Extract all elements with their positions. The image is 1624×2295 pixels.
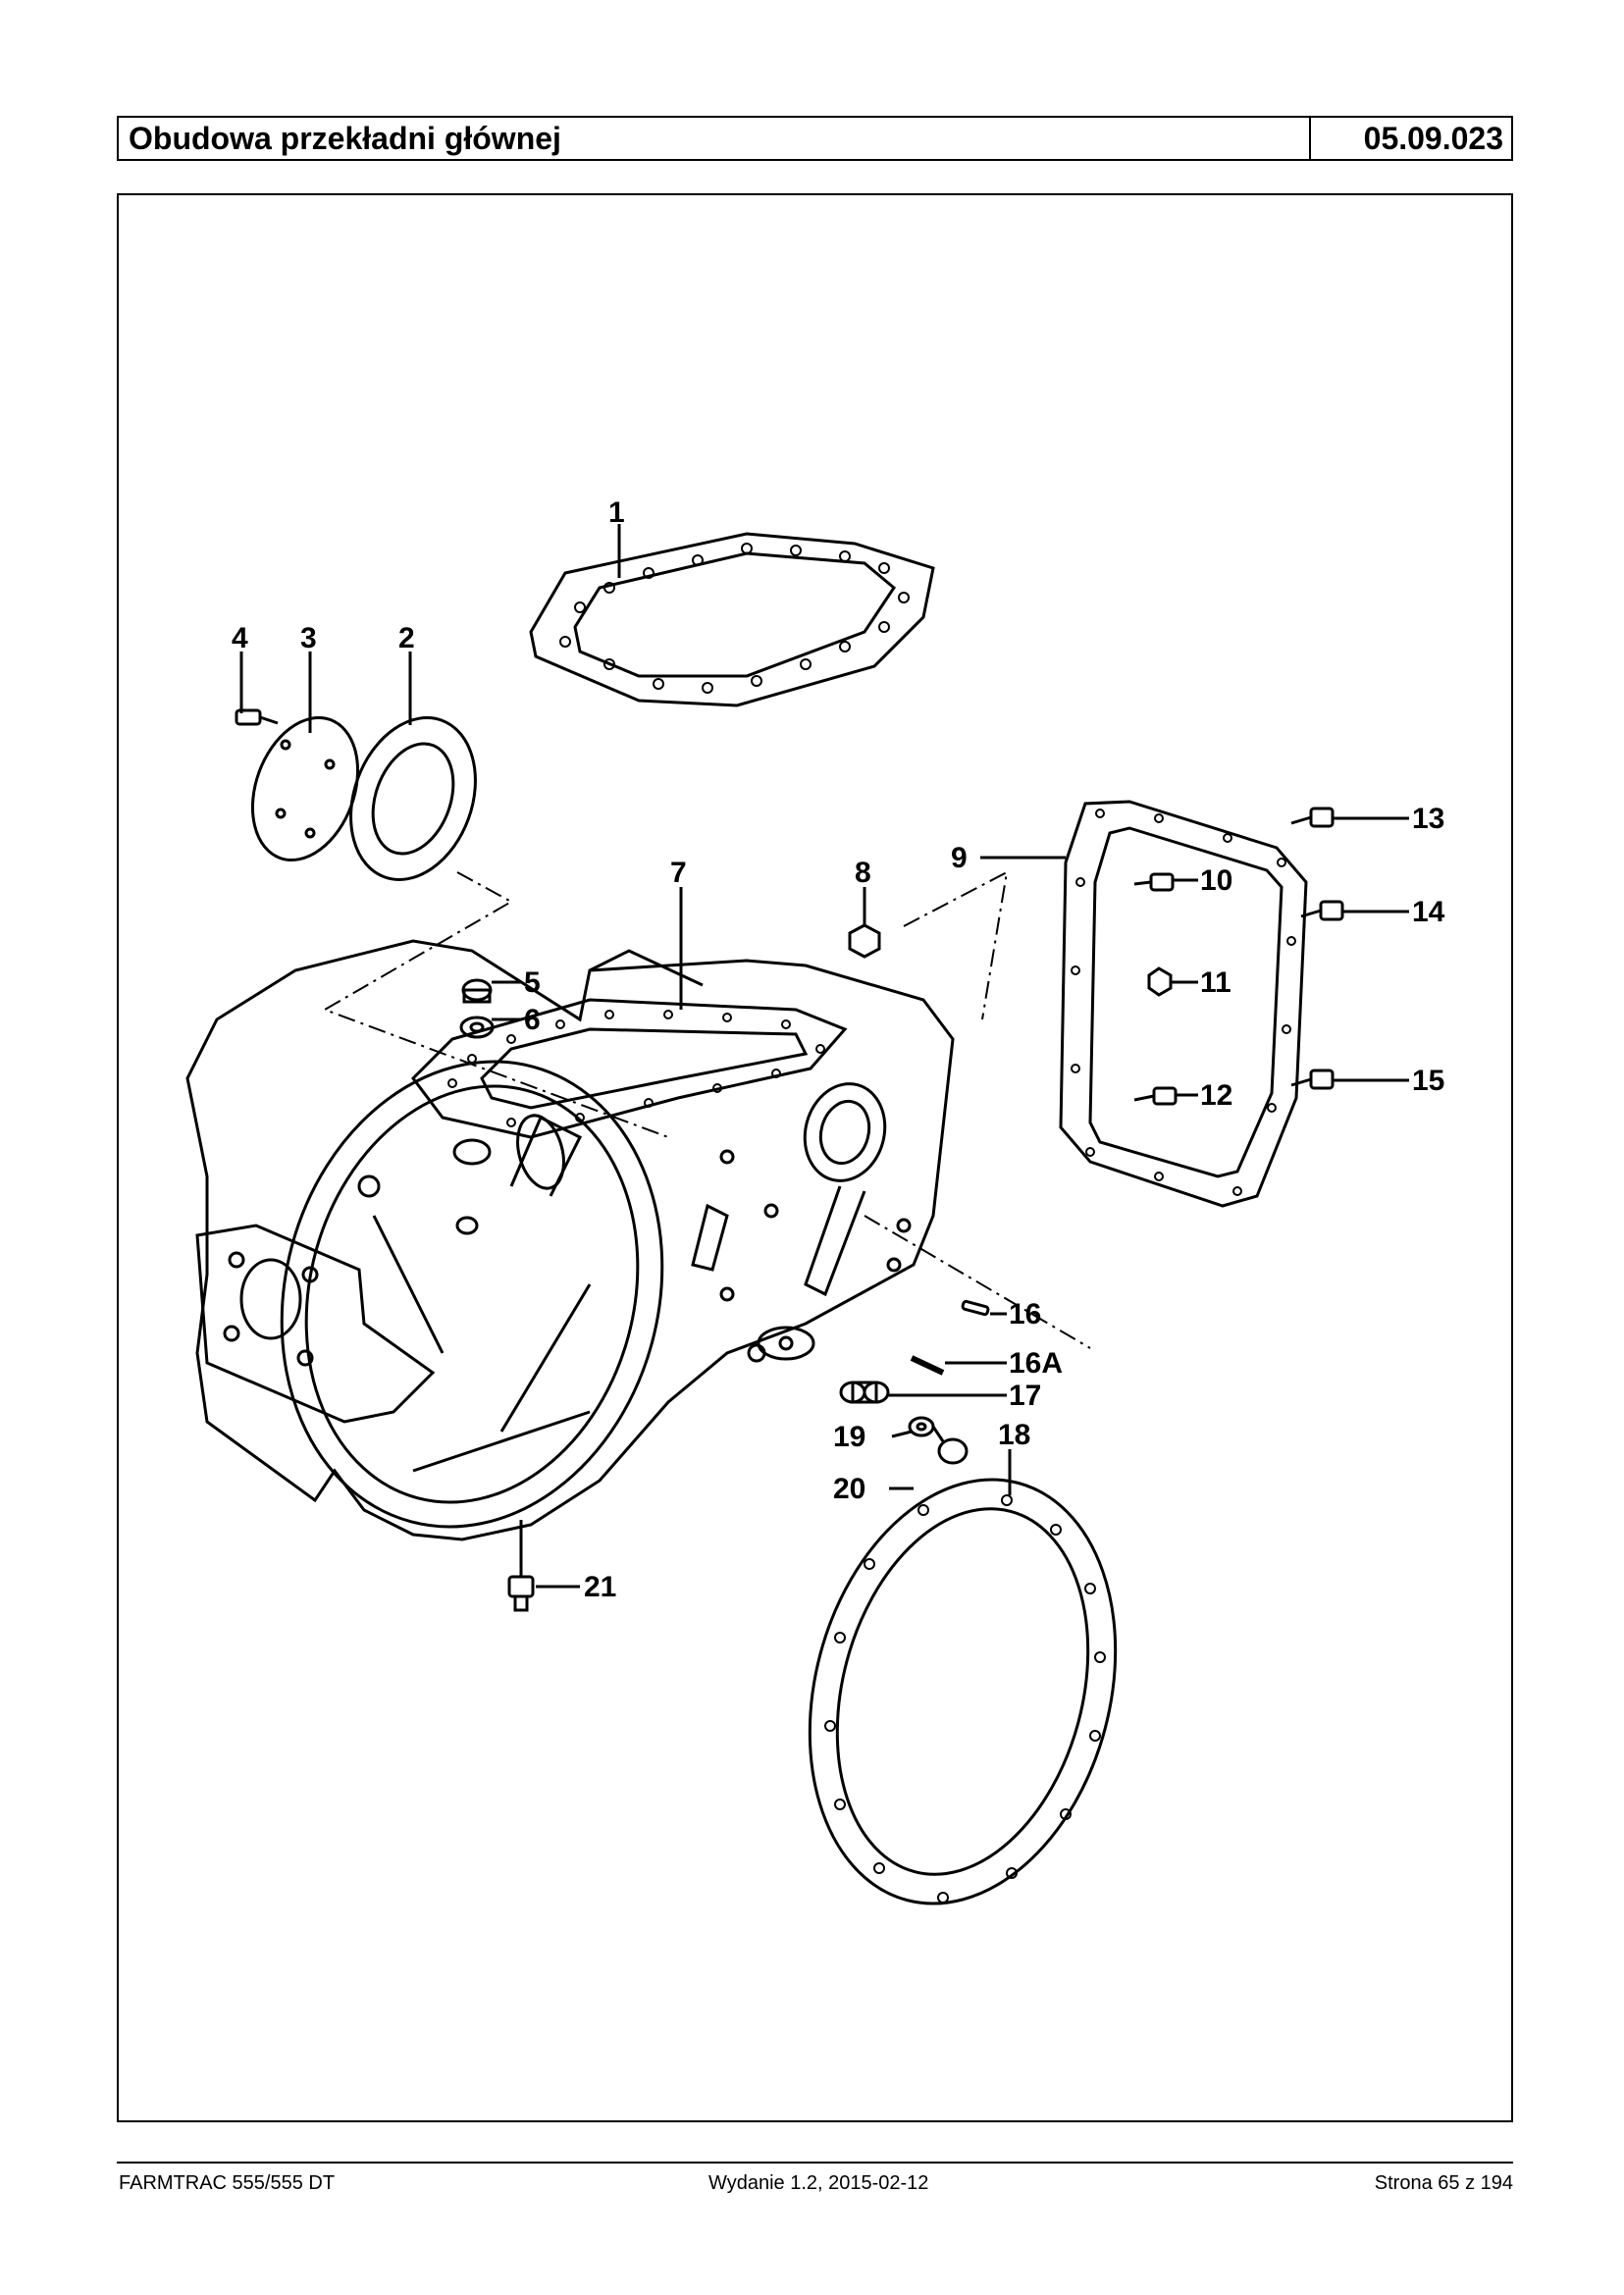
callout-18: 18	[998, 1419, 1030, 1451]
callout-9: 9	[951, 842, 968, 874]
bolt-part-20	[931, 1426, 969, 1465]
callout-20: 20	[833, 1473, 865, 1505]
exploded-parts-diagram: 1 2 3 4 5 6 7 8 9 10 11 12 13 14 15 16 1…	[185, 496, 1445, 1905]
callout-8: 8	[855, 857, 871, 889]
callout-21: 21	[584, 1571, 616, 1603]
washer-part-19	[908, 1416, 935, 1437]
callout-12: 12	[1200, 1079, 1232, 1112]
diagram-frame: 1 2 3 4 5 6 7 8 9 10 11 12 13 14 15 16 1…	[117, 193, 1513, 2122]
callout-19: 19	[833, 1421, 865, 1453]
page-title: Obudowa przekładni głównej	[119, 118, 1311, 159]
section-code: 05.09.023	[1363, 121, 1503, 156]
callout-3: 3	[300, 622, 317, 654]
pin-part-16	[961, 1299, 990, 1317]
ring-gasket-part	[349, 716, 477, 881]
bolt-part-14	[1300, 900, 1344, 921]
footer-edition: Wydanie 1.2, 2015-02-12	[708, 2172, 929, 2194]
callout-2: 2	[398, 622, 415, 654]
bushing-part-17	[839, 1381, 890, 1404]
top-gasket-part	[529, 532, 935, 707]
callout-5: 5	[524, 966, 541, 999]
main-housing-part	[185, 939, 955, 1541]
pin-part-16a	[910, 1355, 945, 1376]
side-gasket-part	[1059, 800, 1308, 1208]
callout-7: 7	[670, 857, 687, 889]
callout-1: 1	[608, 496, 625, 529]
footer-divider	[117, 2162, 1513, 2164]
callout-6: 6	[524, 1004, 541, 1036]
callout-17: 17	[1009, 1380, 1041, 1412]
footer-page-number: Strona 65 z 194	[1374, 2172, 1513, 2194]
large-ring-gasket-part	[808, 1478, 1118, 1905]
plug-part	[461, 978, 493, 1004]
bolt-part-13	[1290, 807, 1335, 828]
callout-10: 10	[1200, 864, 1232, 897]
drain-bolt-part	[507, 1575, 535, 1612]
page-header: Obudowa przekładni głównej 05.09.023	[117, 116, 1513, 161]
callout-4: 4	[232, 622, 248, 654]
small-bolt-part	[235, 708, 279, 726]
callout-16: 16	[1009, 1298, 1041, 1330]
callout-15: 15	[1412, 1065, 1444, 1097]
nut-part	[848, 923, 881, 959]
callout-14: 14	[1412, 896, 1445, 928]
bolt-part-10	[1133, 872, 1175, 892]
callout-11: 11	[1200, 966, 1231, 999]
callout-16a: 16A	[1009, 1347, 1063, 1380]
callout-13: 13	[1412, 803, 1444, 835]
bolt-part-12	[1133, 1086, 1178, 1106]
footer-model: FARMTRAC 555/555 DT	[119, 2172, 336, 2194]
nut-part-11	[1147, 966, 1173, 997]
